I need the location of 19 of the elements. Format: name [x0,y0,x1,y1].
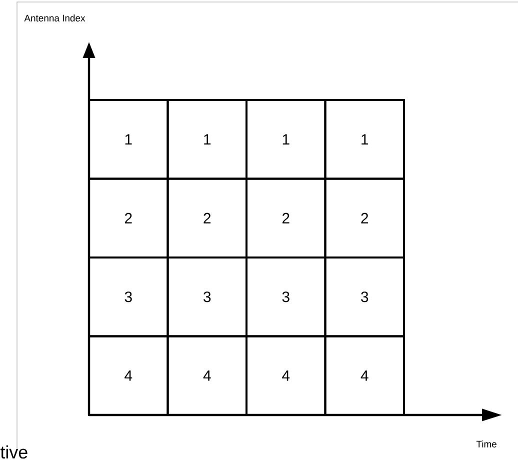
grid-cell: 4 [88,335,169,416]
grid-cell: 2 [88,178,169,258]
grid-cell: 2 [166,178,248,258]
grid-cell: 4 [166,335,248,416]
axis-label: Antenna Index [24,14,86,22]
grid-cell: 3 [166,256,248,338]
grid-cell: 1 [88,99,169,180]
grid-cell: 1 [166,99,248,180]
grid-cell: 3 [246,256,326,338]
grid-cell: 2 [324,178,405,258]
grid-cell: 2 [246,178,326,258]
text-fragment: tive [0,445,28,459]
axis-label: Time [476,440,496,448]
grid-cell: 3 [88,256,169,338]
grid-cell: 4 [324,335,405,416]
grid-cell: 4 [246,335,326,416]
grid-cell: 3 [324,256,405,338]
grid-cell: 1 [324,99,405,180]
grid-cell: 1 [246,99,326,180]
